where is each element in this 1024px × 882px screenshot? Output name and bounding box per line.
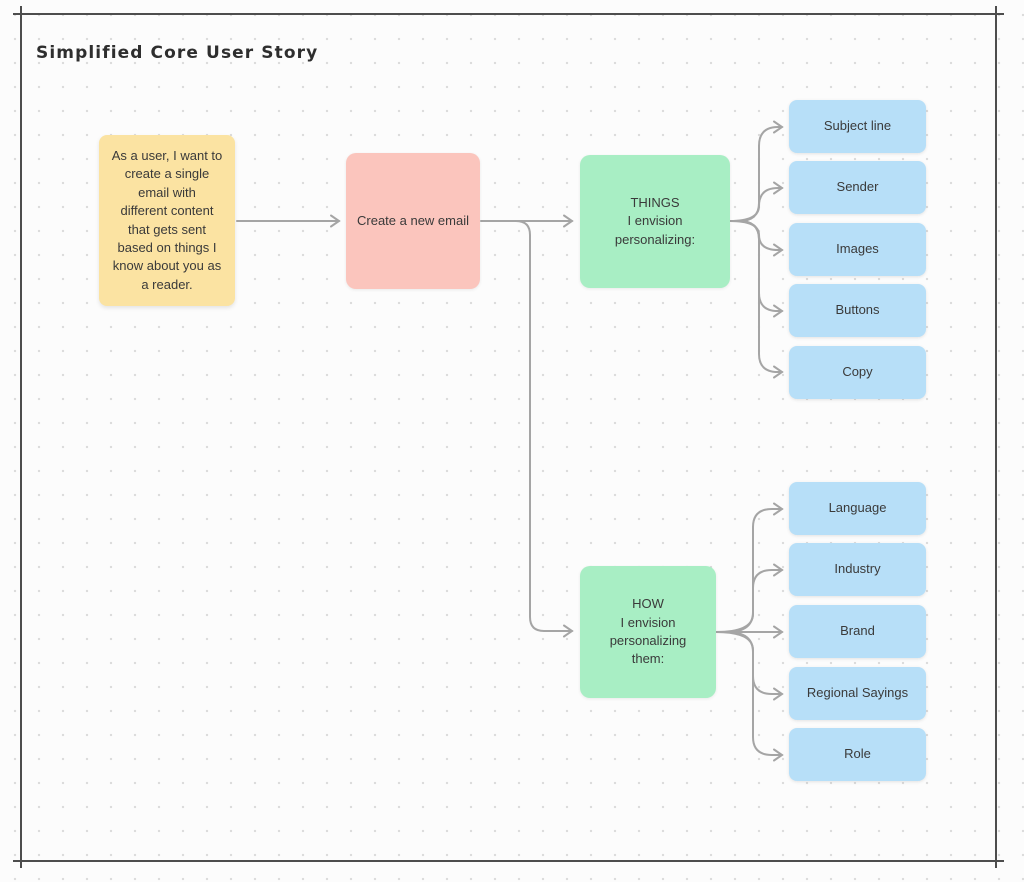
connector-things-to-copy[interactable]	[729, 220, 784, 379]
frame-title[interactable]: Simplified Core User Story	[36, 42, 319, 63]
node-item-copy[interactable]: Copy	[789, 346, 926, 399]
connector-how-to-industry[interactable]	[715, 563, 784, 633]
connector-things-to-images[interactable]	[729, 220, 784, 257]
connector-create-to-how[interactable]	[515, 220, 574, 638]
node-how[interactable]: HOW I envision personalizing them:	[580, 566, 716, 698]
node-item-subject-line[interactable]: Subject line	[789, 100, 926, 153]
node-item-images[interactable]: Images	[789, 223, 926, 276]
connector-things-to-buttons[interactable]	[729, 220, 784, 318]
sticky-note-user-story[interactable]: As a user, I want to create a single ema…	[99, 135, 235, 306]
connector-how-to-regional-sayings[interactable]	[715, 631, 784, 701]
connector-things-to-subject-line[interactable]	[729, 120, 784, 222]
node-item-industry[interactable]: Industry	[789, 543, 926, 596]
connector-things-to-sender[interactable]	[729, 181, 784, 222]
node-item-role[interactable]: Role	[789, 728, 926, 781]
connector-how-to-language[interactable]	[715, 502, 784, 633]
node-create-email[interactable]: Create a new email	[346, 153, 480, 289]
node-things[interactable]: THINGS I envision personalizing:	[580, 155, 730, 288]
node-item-brand[interactable]: Brand	[789, 605, 926, 658]
node-item-language[interactable]: Language	[789, 482, 926, 535]
connector-how-to-role[interactable]	[715, 631, 784, 762]
node-item-sender[interactable]: Sender	[789, 161, 926, 214]
node-item-regional-sayings[interactable]: Regional Sayings	[789, 667, 926, 720]
node-item-buttons[interactable]: Buttons	[789, 284, 926, 337]
